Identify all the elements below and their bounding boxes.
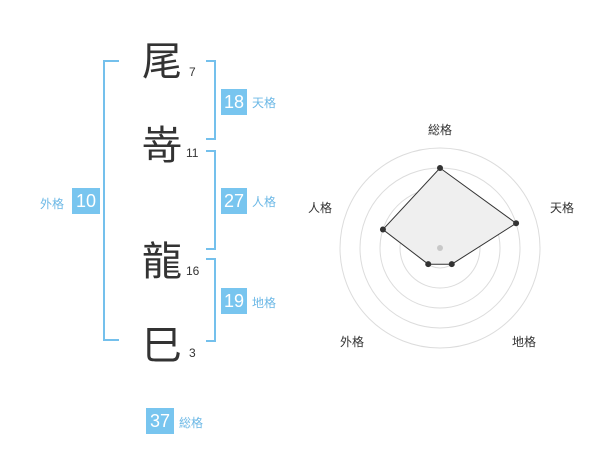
jin-label: 人格 (252, 195, 277, 209)
name-char-1: 尾 (142, 39, 182, 85)
radar-point-5 (379, 226, 386, 233)
axis-label-chi: 地格 (512, 334, 536, 349)
axis-label-sou: 総格 (428, 122, 452, 137)
stroke-count-2: 11 (186, 146, 199, 160)
gai-value: 10 (72, 188, 100, 214)
chi-bracket (206, 258, 216, 342)
jin-bracket (206, 150, 216, 250)
chi-label: 地格 (252, 296, 277, 310)
name-char-2: 嵜 (142, 123, 182, 169)
radar-ring-5 (339, 147, 541, 349)
ten-label: 天格 (252, 96, 277, 110)
axis-label-gai: 外格 (340, 334, 364, 349)
ten-bracket (206, 60, 216, 140)
sou-value: 37 (146, 408, 174, 434)
radar-point-4 (425, 261, 432, 268)
stroke-count-4: 3 (189, 346, 196, 360)
chi-value: 19 (221, 288, 247, 314)
radar-polygon (382, 167, 517, 265)
radar-point-3 (448, 261, 455, 268)
ten-value: 18 (221, 89, 247, 115)
axis-label-ten: 天格 (550, 200, 574, 215)
outer-bracket (103, 60, 119, 341)
gai-label: 外格 (40, 197, 65, 211)
stroke-count-3: 16 (186, 264, 200, 278)
radar-center-dot (437, 245, 443, 251)
jin-value: 27 (221, 188, 247, 214)
sou-label: 総格 (179, 416, 204, 430)
stroke-count-1: 7 (189, 65, 196, 79)
radar-point-1 (437, 165, 443, 171)
name-char-4: 巳 (142, 323, 182, 369)
radar-point-2 (513, 220, 520, 227)
axis-label-jin: 人格 (308, 200, 332, 215)
name-char-3: 龍 (142, 239, 182, 285)
